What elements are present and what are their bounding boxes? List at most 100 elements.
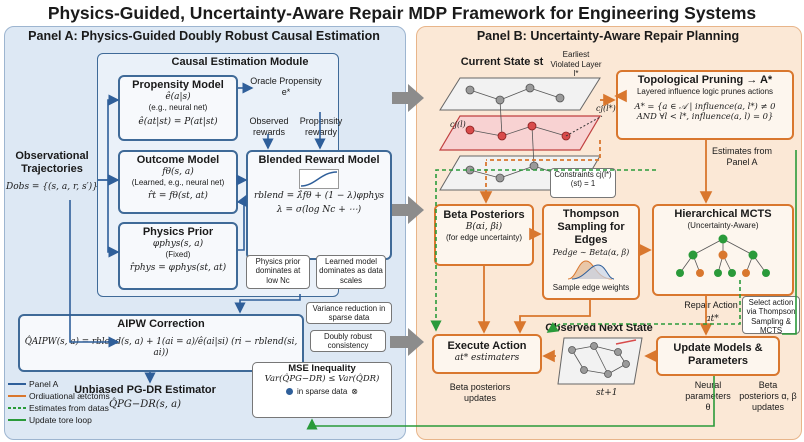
propensity-l1: ê(a|s) — [165, 92, 191, 103]
select-action-note: Select action via Thompson Sampling & MC… — [742, 296, 800, 335]
legend-item: Ordiuational ætctoms — [8, 390, 118, 402]
note-variance: Variance reduction in sparse data — [306, 302, 392, 324]
gray-arrow-top — [392, 84, 424, 112]
propensity-l2: (e.g., neural net) — [148, 103, 208, 113]
execute-l1: at* estimaters — [454, 353, 520, 364]
aipw-box: AIPW Correction Q̂AIPW(s, a) = rblend(s,… — [18, 314, 304, 372]
prior-l1: φphys(s, a) — [152, 239, 204, 250]
aipw-eq: Q̂AIPW(s, a) = rblend(s, a) + 1(ai = a)/… — [24, 337, 298, 358]
blended-eq2: λ = σ(log Nc + ⋯) — [276, 205, 362, 216]
right-update-loop — [782, 150, 797, 335]
mcts-tree-icon — [676, 234, 770, 277]
oracle-label: Oracle Propensity e* — [250, 76, 322, 97]
note-doubly-robust: Doubly robust consistency — [310, 330, 386, 352]
observed-rewards-label: Observed rewards — [249, 116, 289, 137]
aipw-title: AIPW Correction — [117, 318, 205, 330]
update-title: Update Models & Parameters — [673, 342, 763, 368]
legend-swatch-solid-blue — [8, 383, 26, 385]
circle-times-icon: ⊗ — [351, 386, 358, 396]
estimates-from-label: Estimates from Panel A — [711, 146, 772, 167]
beta-updates-label-2: Beta posteriors α, β updates — [739, 380, 797, 412]
arrow-obs-prior — [107, 180, 120, 258]
arrow-obs-propensity — [98, 94, 120, 181]
blended-reward-box: Blended Reward Model rblend = λ̂fθ + (1 … — [246, 150, 392, 260]
outcome-l3: r̂t = fθ(st, at) — [148, 190, 208, 201]
estimator-title: Unbiased PG-DR Estimator — [74, 384, 216, 396]
thompson-l1: Pedge ∼ Beta(α, β) — [552, 247, 630, 257]
dashed-state-link — [486, 140, 601, 161]
observed-next-title: Observed Next State — [545, 322, 653, 334]
update-loop-line — [306, 376, 715, 430]
gray-arrow-mid — [392, 196, 424, 224]
mcts-box: Hierarchical MCTS (Uncertainty-Aware) — [652, 204, 794, 296]
prior-l3: r̂phys = φphys(st, at) — [129, 262, 227, 273]
estimator-eq: Q̂PG−DR(s, a) — [108, 399, 182, 410]
outcome-l2: (Learned, e.g., neural net) — [131, 178, 225, 188]
pruning-box: Topological Pruning → A* Layered influen… — [616, 70, 794, 140]
panel-transition-arrows — [390, 84, 424, 356]
prior-l2: (Fixed) — [165, 250, 191, 260]
arrow-prior-blend — [236, 194, 247, 251]
propensity-title: Propensity Model — [132, 79, 224, 91]
legend-swatch-solid-green — [8, 419, 26, 421]
earliest-violated-label: Earliest Violated Layer l* — [550, 50, 602, 79]
c-label: cj(l) — [450, 120, 466, 129]
panel-b-title: Panel B: Uncertainty-Aware Repair Planni… — [476, 29, 740, 43]
propensity-l3: ê(at|st) = P(at|st) — [138, 116, 218, 127]
legend-swatch-dashed-green — [8, 407, 26, 409]
mcts-title: Hierarchical MCTS — [674, 208, 772, 220]
execute-action-box: Execute Action at* estimaters — [432, 334, 542, 374]
pruning-eq2: AND ∀l < l*, influence(a, l) = 0} — [636, 111, 774, 122]
gray-arrow-bottom — [390, 328, 424, 356]
update-models-box: Update Models & Parameters — [656, 336, 780, 376]
legend: Panel A Ordiuational ætctoms Estimates f… — [8, 378, 118, 426]
beta-posteriors-box: Beta Posteriors B(αi, βi) (for edge unce… — [434, 204, 534, 266]
repair-action-symbol: at* — [705, 314, 719, 324]
c-star-label: cj(l*) — [596, 104, 616, 113]
legend-item: Panel A — [8, 378, 118, 390]
legend-label: Ordiuational ætctoms — [29, 391, 110, 401]
beta-distribution-icon — [567, 260, 615, 280]
legend-item: Estimates from datas — [8, 402, 118, 414]
obs-formula: Dobs = {(s, a, r, s′)} — [6, 182, 98, 192]
thompson-l2: Sample edge weights — [552, 283, 630, 293]
arrow-thompson-execute — [513, 300, 591, 334]
note-learned-model: Learned model dominates as data scales — [316, 255, 386, 289]
arrow-obs-aipw — [69, 200, 120, 348]
propensity-rewardy-label: Propensity rewardy — [299, 116, 343, 137]
constraints-note: Constraints cj(l*)(st) = 1 — [550, 168, 616, 198]
propensity-model-box: Propensity Model ê(a|s) (e.g., neural ne… — [118, 75, 238, 141]
blue-dot-icon — [286, 388, 294, 396]
current-state-title: Current State st — [460, 56, 544, 68]
beta-updates-label: Beta posteriors updates — [449, 382, 511, 403]
pruning-eq1: A* = {a ∈ 𝒜 | influence(a, l*) ≠ 0 — [634, 100, 776, 111]
obs-title: Observational Trajectories — [15, 150, 89, 176]
beta-l1: B(αi, βi) — [465, 222, 503, 233]
causal-module-title: Causal Estimation Module — [171, 56, 309, 68]
mse-eq: Var(Q̂PG−DR) ≤ Var(Q̂DR) — [264, 374, 380, 385]
legend-label: Update tore loop — [29, 415, 92, 425]
physics-prior-box: Physics Prior φphys(s, a) (Fixed) r̂phys… — [118, 222, 238, 290]
note-physics-prior: Physics prior dominates at low Nc — [246, 255, 310, 289]
legend-swatch-solid-orange — [8, 395, 26, 397]
blended-eq1: rblend = λ̂fθ + (1 − λ)φphys — [253, 191, 385, 202]
neural-params-label: Neural parameters θ — [685, 380, 731, 412]
blended-title: Blended Reward Model — [258, 154, 380, 166]
mse-title: MSE Inequality — [288, 363, 356, 374]
panel-a-title: Panel A: Physics-Guided Doubly Robust Ca… — [28, 29, 380, 43]
mcts-sub: (Uncertainty-Aware) — [687, 221, 759, 231]
dashed-estimates-loop — [430, 169, 656, 332]
prior-title: Physics Prior — [142, 226, 214, 238]
outcome-title: Outcome Model — [136, 154, 220, 166]
page-title: Physics-Guided, Uncertainty-Aware Repair… — [47, 3, 757, 23]
repair-action-label: Repair Action — [684, 300, 738, 310]
beta-title: Beta Posteriors — [443, 209, 525, 221]
dashed-select-loop — [546, 280, 741, 333]
pruning-title: Topological Pruning → A* — [637, 74, 773, 86]
outcome-model-box: Outcome Model fθ(s, a) (Learned, e.g., n… — [118, 150, 238, 214]
legend-label: Panel A — [29, 379, 59, 389]
outcome-l1: fθ(s, a) — [162, 167, 194, 178]
layer-violated — [438, 115, 602, 151]
legend-label: Estimates from datas — [29, 403, 109, 413]
